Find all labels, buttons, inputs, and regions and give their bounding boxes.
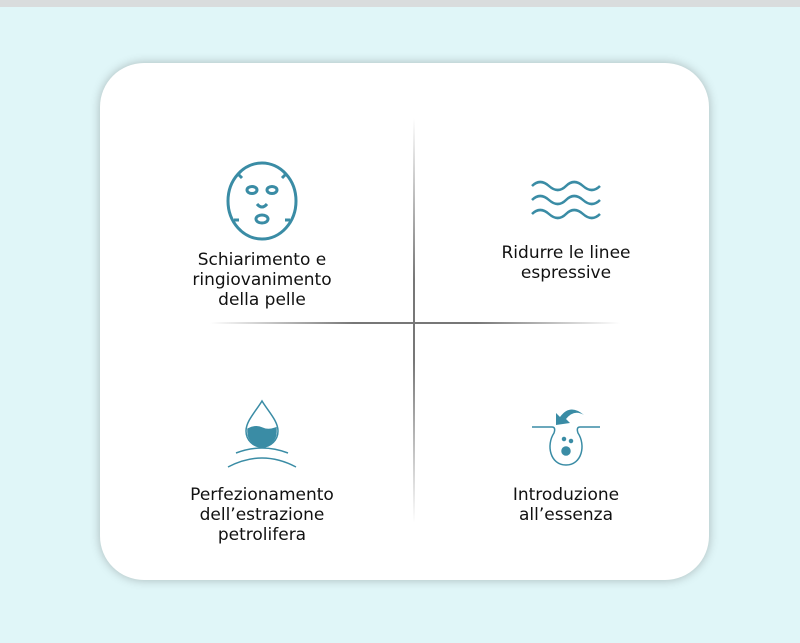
label-line: della pelle xyxy=(218,290,306,310)
label-line: Introduzione xyxy=(512,485,620,505)
label-line: petrolifera xyxy=(217,525,307,545)
pore-absorb-icon xyxy=(532,409,600,466)
label-line: Perfezionamento xyxy=(190,485,334,505)
top-bar xyxy=(0,0,800,7)
label-line: espressive xyxy=(520,263,612,283)
label-line: all’essenza xyxy=(518,505,613,525)
oil-drop-icon xyxy=(227,399,297,468)
label-line: Ridurre le linee xyxy=(501,243,631,263)
label-line: ringiovanimento xyxy=(192,270,332,290)
divider-horizontal xyxy=(210,322,620,324)
face-mask-icon xyxy=(226,161,298,241)
label-line: dell’estrazione xyxy=(199,505,325,525)
divider-vertical xyxy=(413,118,415,523)
label-line: Schiarimento e xyxy=(197,250,327,270)
waves-icon xyxy=(531,180,601,220)
